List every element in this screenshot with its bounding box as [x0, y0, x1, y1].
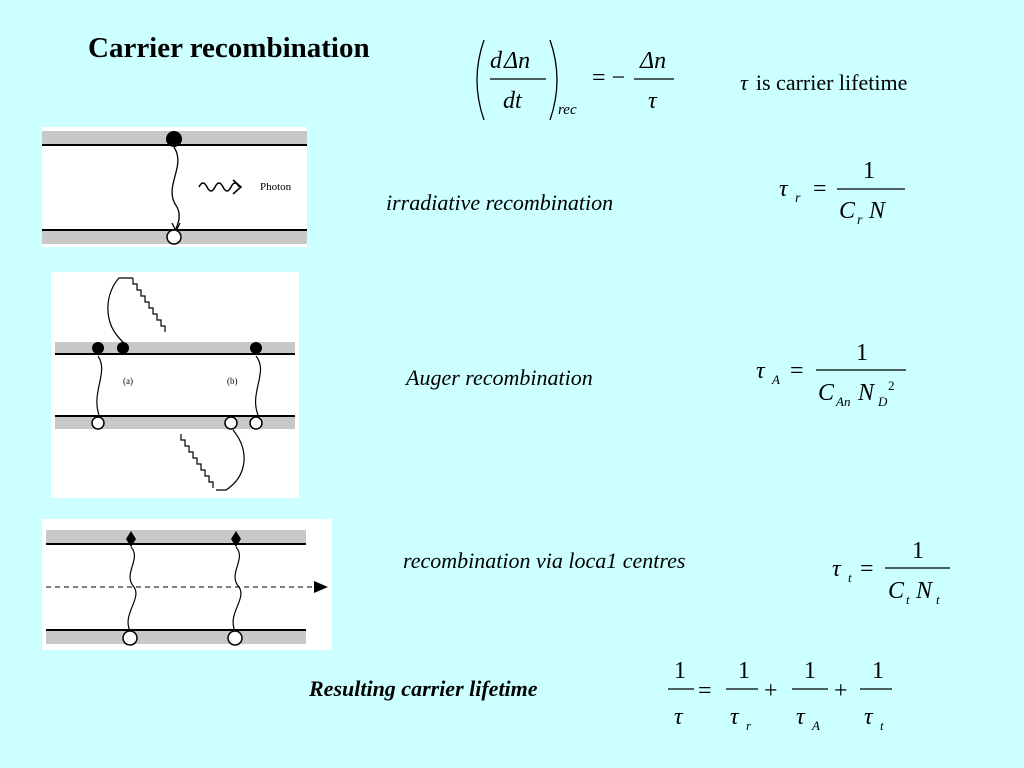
formula-den-c-sub: t — [906, 592, 910, 607]
formula-den-n: N — [915, 578, 934, 604]
lifetime-note: τ is carrier lifetime — [740, 70, 907, 96]
result-term-den: τ — [796, 704, 806, 730]
result-term-num: 1 — [872, 658, 884, 684]
local-centres-label: recombination via loca1 centres — [403, 548, 686, 573]
radiative-diagram: Photon — [42, 127, 307, 247]
formula-den-c: C — [888, 578, 905, 604]
rate-rhs-sign: = − — [592, 65, 625, 91]
auger-label-a: (a) — [123, 376, 133, 386]
result-term-num: 1 — [804, 658, 816, 684]
auger-label-b: (b) — [227, 376, 238, 386]
radiative-formula: τ r = 1 C r N — [779, 158, 905, 228]
auger-formula: τ A = 1 C An N D 2 — [756, 340, 906, 409]
local-centres-diagram — [42, 519, 332, 650]
hole-dot — [166, 229, 182, 245]
formula-den-c: C — [839, 198, 856, 224]
rate-rhs-num: Δn — [639, 48, 666, 74]
result-plus: + — [764, 678, 778, 704]
formula-lhs-sub: A — [771, 372, 780, 387]
slide-title: Carrier recombination — [88, 32, 370, 64]
rate-equation: d Δn dt rec = − Δn τ — [476, 39, 674, 121]
auger-diagram: (a) (b) — [51, 272, 299, 498]
local-centres-formula: τ t = 1 C t N t — [832, 538, 950, 607]
result-term-num: 1 — [738, 658, 750, 684]
rate-rhs-den: τ — [648, 88, 658, 114]
photon-label: Photon — [260, 181, 292, 193]
formula-lhs: τ — [832, 556, 842, 582]
rate-num-d: d — [490, 48, 503, 74]
formula-den-n-sub: t — [936, 592, 940, 607]
result-term-den: τ — [864, 704, 874, 730]
result-lhs-num: 1 — [674, 658, 686, 684]
formula-den-c: C — [818, 380, 835, 406]
formula-den-n-sub: D — [877, 394, 888, 409]
result-eq: = — [698, 678, 712, 704]
electron-dot — [166, 131, 182, 147]
formula-den-c-sub: An — [835, 394, 850, 409]
radiative-label: irradiative recombination — [386, 190, 614, 215]
formula-num: 1 — [863, 158, 875, 184]
formula-lhs: τ — [756, 358, 766, 384]
rate-den: dt — [503, 88, 523, 114]
formula-lhs-sub: t — [848, 570, 852, 585]
tau-symbol: τ — [740, 70, 748, 95]
formula-eq: = — [860, 556, 874, 582]
formula-eq: = — [790, 358, 804, 384]
formula-eq: = — [813, 176, 827, 202]
formula-lhs: τ — [779, 176, 789, 202]
result-formula: 1 τ = 1 τ r + 1 τ A + 1 τ t — [668, 658, 892, 733]
formula-den-n: N — [857, 380, 876, 406]
formula-num: 1 — [912, 538, 924, 564]
auger-label: Auger recombination — [406, 365, 593, 390]
result-term-sub: r — [746, 718, 752, 733]
formula-den-c-sub: r — [857, 213, 863, 228]
lifetime-note-text: is carrier lifetime — [755, 70, 908, 95]
result-term-sub: t — [880, 718, 884, 733]
formula-den-n-sup: 2 — [888, 378, 895, 393]
result-label: Resulting carrier lifetime — [309, 676, 538, 701]
rate-subscript: rec — [558, 102, 577, 118]
formula-den-n: N — [868, 198, 887, 224]
result-term-den: τ — [730, 704, 740, 730]
result-lhs-den: τ — [674, 704, 684, 730]
result-term-sub: A — [811, 718, 820, 733]
formula-num: 1 — [856, 340, 868, 366]
result-plus: + — [834, 678, 848, 704]
formula-lhs-sub: r — [795, 191, 801, 206]
rate-num-delta-n: Δn — [503, 48, 530, 74]
photon-wave — [198, 182, 240, 192]
